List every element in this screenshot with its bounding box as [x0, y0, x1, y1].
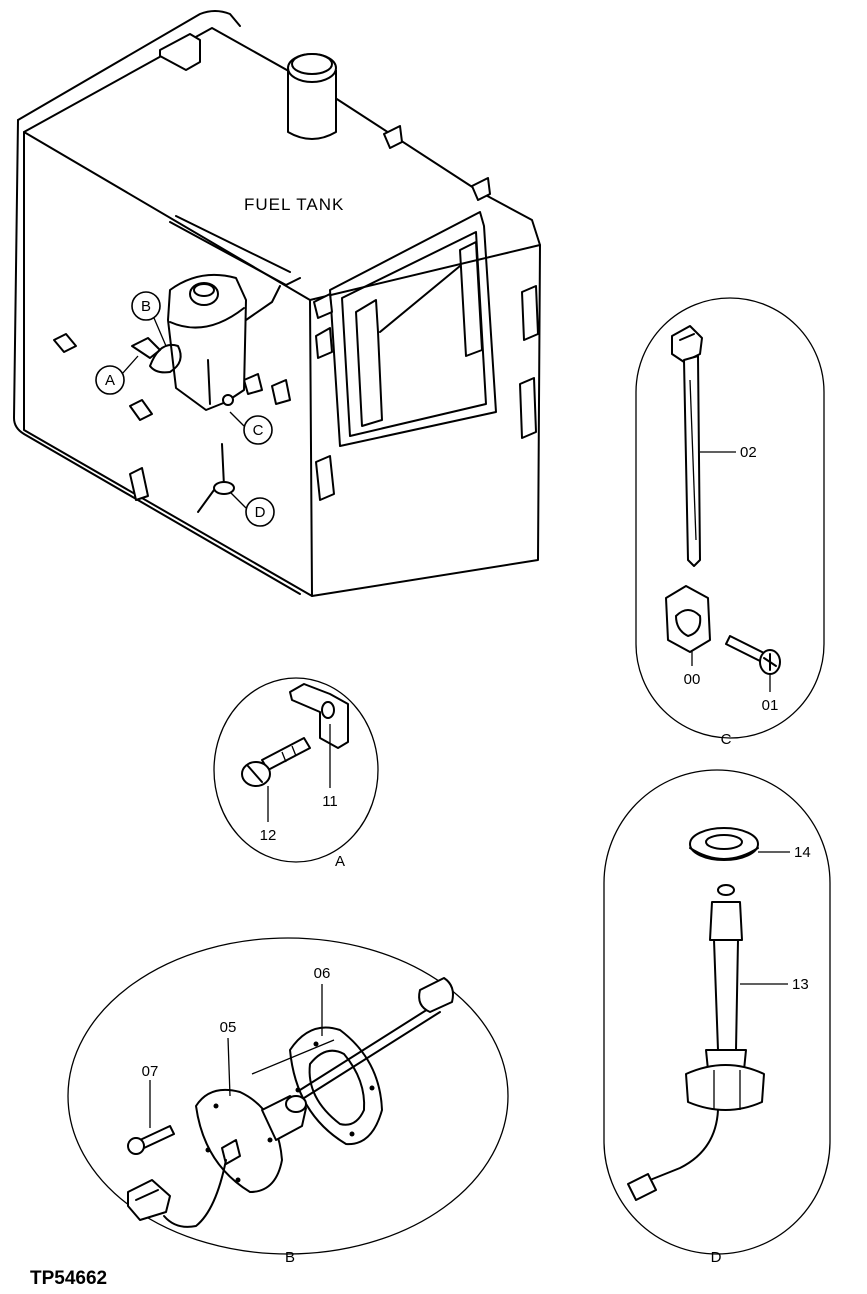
part-06-label: 06 — [314, 965, 331, 982]
fuel-gauge-unit — [167, 273, 281, 411]
detail-d-label: D — [711, 1249, 722, 1266]
part-02-label: 02 — [740, 444, 757, 461]
detail-c — [635, 297, 825, 739]
svg-text:B: B — [141, 298, 151, 315]
detail-a — [213, 677, 379, 863]
svg-text:A: A — [105, 372, 115, 389]
detail-c-label: C — [721, 731, 732, 748]
svg-text:D: D — [255, 504, 266, 521]
part-07-label: 07 — [142, 1063, 159, 1080]
part-12-label: 12 — [260, 827, 277, 844]
callout-d: D — [229, 491, 275, 527]
svg-text:C: C — [253, 422, 264, 439]
part-11-label: 11 — [322, 793, 338, 810]
filler-neck — [287, 53, 337, 140]
callout-a: A — [95, 355, 139, 395]
detail-b-label: B — [285, 1249, 295, 1266]
part-05-label: 05 — [220, 1019, 237, 1036]
callout-c: C — [229, 411, 273, 445]
detail-d — [603, 769, 831, 1255]
part-14-label: 14 — [794, 844, 811, 861]
detail-b — [67, 937, 509, 1255]
part-13-label: 13 — [792, 976, 809, 993]
tank-title: FUEL TANK — [244, 195, 344, 214]
drawing-code: TP54662 — [30, 1268, 107, 1289]
access-panel — [329, 211, 497, 447]
detail-a-label: A — [335, 853, 345, 870]
callout-b: B — [131, 291, 167, 347]
fuel-tank-drawing — [13, 10, 541, 597]
part-00-label: 00 — [684, 671, 701, 688]
part-01-label: 01 — [762, 697, 779, 714]
